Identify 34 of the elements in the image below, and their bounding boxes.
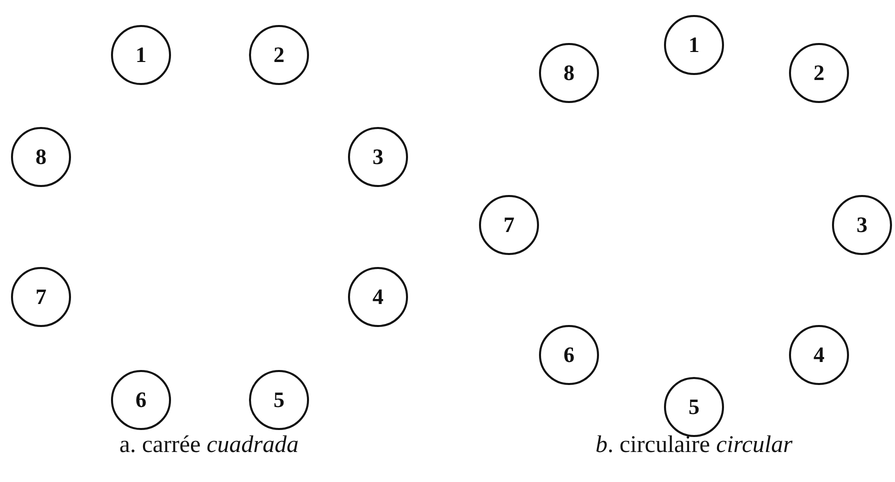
position-circle [111,25,171,85]
position-circle [789,325,849,385]
position-number: 1 [136,42,146,68]
position-number: 8 [36,144,46,170]
position-number: 4 [814,342,824,368]
position-circle [249,370,309,430]
position-number: 2 [814,60,824,86]
position-circle [539,43,599,103]
position-number: 6 [136,387,146,413]
caption: a. carrée cuadrada [119,432,299,459]
position-number: 1 [688,32,700,58]
position-circle [11,127,71,187]
position-number: 8 [564,60,574,86]
position-number: 6 [564,342,574,368]
position-circle [789,43,849,103]
caption: b. circulaire circular [595,432,793,459]
position-circle [664,15,724,75]
position-number: 3 [856,212,868,238]
position-circle [249,25,309,85]
position-number: 3 [372,144,384,170]
position-circle [664,377,724,437]
position-circle [11,267,71,327]
position-number: 2 [274,42,284,68]
position-circle [111,370,171,430]
position-circle [832,195,892,255]
position-number: 7 [504,212,514,238]
position-number: 5 [274,387,284,413]
position-number: 7 [36,284,46,310]
position-number: 5 [688,394,700,420]
position-circle [539,325,599,385]
position-number: 4 [372,284,384,310]
position-circle [348,267,408,327]
position-circle [479,195,539,255]
position-circle [348,127,408,187]
